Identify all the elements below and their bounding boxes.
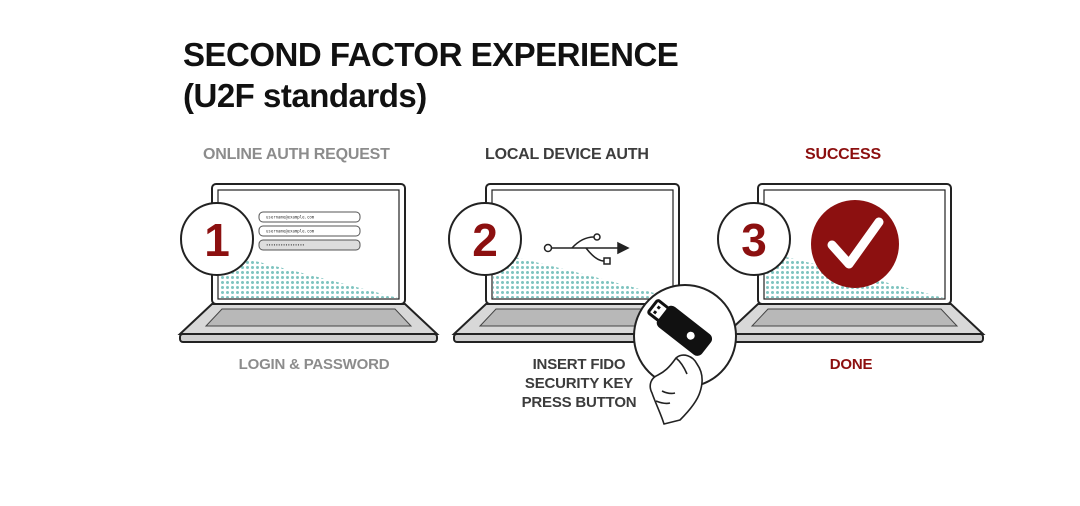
title-line-2: (U2F standards) bbox=[183, 77, 427, 114]
step-3-heading: SUCCESS bbox=[805, 146, 881, 163]
step-3-badge bbox=[717, 202, 791, 276]
step-1-badge bbox=[180, 202, 254, 276]
step-2-caption: INSERT FIDO SECURITY KEY PRESS BUTTON bbox=[496, 355, 662, 412]
step-1-caption-line-1: LOGIN & PASSWORD bbox=[238, 356, 390, 373]
step-2-caption-line-2: SECURITY KEY bbox=[524, 375, 634, 392]
password-field-text: •••••••••••••••• bbox=[266, 243, 305, 248]
step-2-badge bbox=[448, 202, 522, 276]
security-key-icon bbox=[647, 299, 713, 356]
step-3-caption-line-1: DONE bbox=[829, 356, 873, 373]
password-field bbox=[258, 239, 361, 251]
username-field-1 bbox=[258, 211, 361, 223]
laptop-1: username@example.com username@example.co… bbox=[177, 183, 440, 343]
step-3-number: 3 bbox=[741, 214, 767, 266]
step-2-caption-line-1: INSERT FIDO bbox=[532, 356, 626, 373]
step-1-heading: ONLINE AUTH REQUEST bbox=[203, 146, 390, 163]
step-1-number: 1 bbox=[204, 214, 230, 266]
step-1-caption: LOGIN & PASSWORD bbox=[226, 355, 402, 374]
usb-icon bbox=[543, 233, 630, 265]
login-form: username@example.com username@example.co… bbox=[258, 211, 361, 251]
step-2-heading: LOCAL DEVICE AUTH bbox=[485, 146, 649, 163]
hand-icon bbox=[649, 354, 703, 425]
username-field-1-text: username@example.com bbox=[266, 215, 315, 220]
security-key-inset bbox=[633, 284, 737, 425]
checkmark-icon bbox=[811, 200, 899, 288]
step-2-caption-line-3: PRESS BUTTON bbox=[521, 394, 637, 411]
title-line-1: SECOND FACTOR EXPERIENCE bbox=[183, 36, 679, 73]
username-field-2 bbox=[258, 225, 361, 237]
dot-pattern-2 bbox=[493, 252, 672, 298]
step-2-number: 2 bbox=[472, 214, 498, 266]
dot-pattern-1 bbox=[219, 252, 398, 298]
username-field-2-text: username@example.com bbox=[266, 229, 315, 234]
laptop-3: 3 bbox=[717, 183, 986, 343]
step-3-caption: DONE bbox=[803, 355, 899, 374]
diagram-title: SECOND FACTOR EXPERIENCE (U2F standards) bbox=[183, 34, 679, 116]
